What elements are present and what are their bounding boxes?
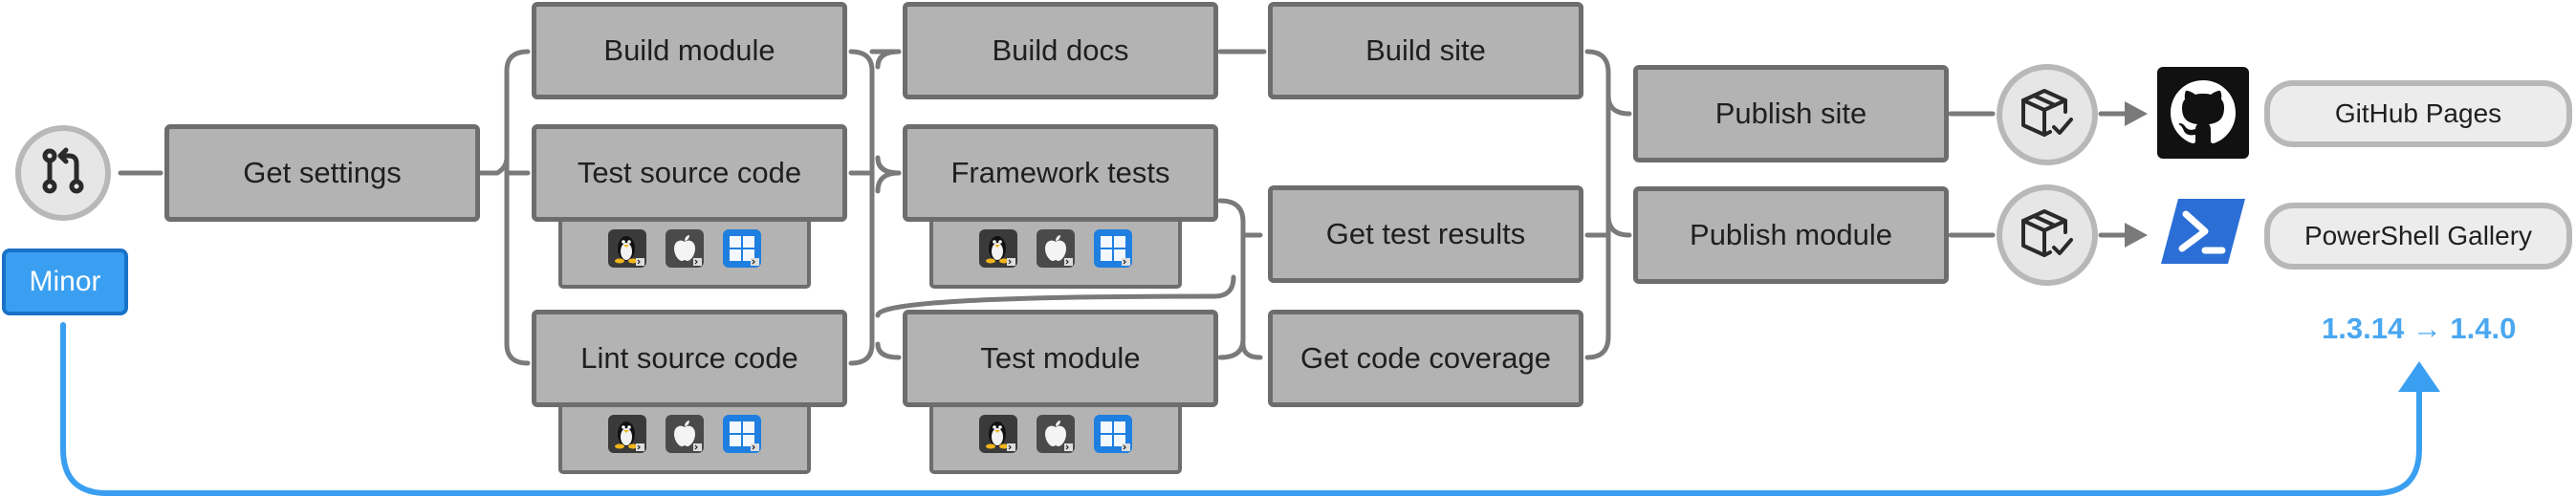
windows-icon xyxy=(1094,229,1132,268)
stage-get-settings: Get settings xyxy=(164,124,480,222)
version-change-label: 1.3.14 → 1.4.0 xyxy=(2322,312,2517,345)
windows-icon xyxy=(723,229,761,268)
stage-get-code-coverage: Get code coverage xyxy=(1268,310,1583,407)
stage-label: Lint source code xyxy=(580,341,798,375)
package-check-icon xyxy=(2018,83,2077,147)
stage-build-site: Build site xyxy=(1268,2,1583,99)
stage-label: Publish module xyxy=(1690,218,1892,251)
linux-icon xyxy=(979,229,1017,268)
release-site-node xyxy=(1997,64,2098,165)
apple-icon xyxy=(1037,415,1075,453)
linux-icon xyxy=(979,415,1017,453)
destination-powershell-gallery: PowerShell Gallery xyxy=(2264,203,2572,270)
package-check-icon xyxy=(2018,204,2077,268)
stage-publish-site: Publish site xyxy=(1633,65,1949,162)
stage-get-test-results: Get test results xyxy=(1268,185,1583,283)
stage-label: Build module xyxy=(603,33,775,67)
apple-icon xyxy=(666,415,704,453)
stage-label: Framework tests xyxy=(950,156,1170,189)
stage-lint-source-code: Lint source code xyxy=(532,310,847,407)
change-type-label: Minor xyxy=(29,266,101,297)
destination-label: GitHub Pages xyxy=(2334,98,2502,128)
github-icon xyxy=(2157,67,2249,159)
stage-label: Get settings xyxy=(243,156,402,189)
stage-label: Get code coverage xyxy=(1300,341,1551,375)
windows-icon xyxy=(1094,415,1132,453)
destination-label: PowerShell Gallery xyxy=(2303,221,2533,250)
stage-build-module: Build module xyxy=(532,2,847,99)
apple-icon xyxy=(1037,229,1075,268)
stage-test-source-code: Test source code xyxy=(532,124,847,222)
windows-icon xyxy=(723,415,761,453)
release-module-node xyxy=(1997,184,2098,286)
change-type-badge: Minor xyxy=(2,248,128,315)
stage-label: Publish site xyxy=(1714,97,1867,130)
stage-build-docs: Build docs xyxy=(903,2,1218,99)
pull-request-trigger xyxy=(15,125,111,221)
stage-label: Get test results xyxy=(1325,217,1526,250)
linux-icon xyxy=(608,415,646,453)
stage-framework-tests: Framework tests xyxy=(903,124,1218,222)
stage-test-module: Test module xyxy=(903,310,1218,407)
destination-github-pages: GitHub Pages xyxy=(2264,80,2572,147)
linux-icon xyxy=(608,229,646,268)
pull-request-icon xyxy=(36,144,90,203)
stage-label: Test source code xyxy=(577,156,802,189)
stage-label: Build docs xyxy=(992,33,1129,67)
powershell-icon xyxy=(2157,193,2249,270)
apple-icon xyxy=(666,229,704,268)
stage-publish-module: Publish module xyxy=(1633,186,1949,284)
stage-label: Test module xyxy=(980,341,1141,375)
stage-label: Build site xyxy=(1365,33,1486,67)
